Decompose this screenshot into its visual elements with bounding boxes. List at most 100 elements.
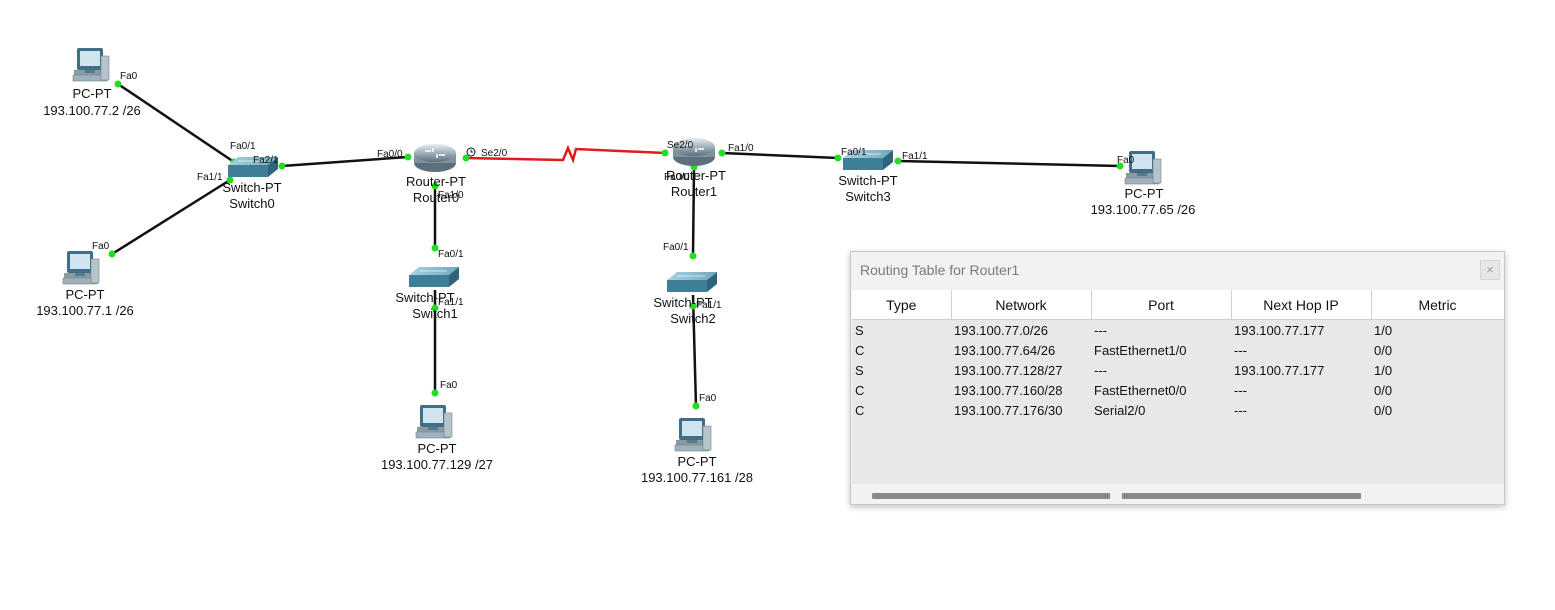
cell-metric: 1/0 <box>1374 322 1393 338</box>
device-type-label: Switch-PT <box>395 290 454 305</box>
cell-port: FastEthernet0/0 <box>1094 382 1187 398</box>
port-label: Fa0/0 <box>377 149 403 160</box>
switch2[interactable]: Switch-PT Switch2 Fa0/1 Fa1/1 <box>653 242 722 326</box>
device-type-label: Switch-PT <box>653 295 712 310</box>
port-label: Fa0/1 <box>230 141 256 152</box>
pc-left-top[interactable]: PC-PT 193.100.77.2 /26 Fa0 <box>43 47 141 118</box>
link-pc-left-bottom-switch0 <box>111 178 231 256</box>
table-row[interactable]: S 193.100.77.128/27 --- 193.100.77.177 1… <box>852 360 1504 380</box>
port-label: Fa1/1 <box>438 297 464 308</box>
port-label: Se2/0 <box>667 140 694 151</box>
device-type-label: PC-PT <box>1125 186 1164 201</box>
cell-port: Serial2/0 <box>1094 402 1146 418</box>
device-ip-label: 193.100.77.161 /28 <box>641 470 753 485</box>
table-row[interactable]: C 193.100.77.160/28 FastEthernet0/0 --- … <box>852 380 1504 400</box>
router-icon <box>413 143 457 173</box>
link-pc-left-top-switch0 <box>117 82 235 164</box>
cell-network: 193.100.77.160/28 <box>954 382 1063 398</box>
cell-metric: 1/0 <box>1374 362 1393 378</box>
column-header-port[interactable]: Port <box>1091 290 1232 320</box>
pc-icon <box>62 250 100 285</box>
pc-mid-right[interactable]: PC-PT 193.100.77.161 /28 Fa0 <box>641 393 753 485</box>
port-label: Fa0/1 <box>438 249 464 260</box>
close-button[interactable]: × <box>1480 260 1500 280</box>
cell-next-hop: --- <box>1234 402 1247 418</box>
device-ip-label: 193.100.77.2 /26 <box>43 103 141 118</box>
device-ip-label: 193.100.77.1 /26 <box>36 303 134 318</box>
port-label: Fa2/1 <box>253 155 279 166</box>
routing-table-window[interactable]: Routing Table for Router1 × Type Network… <box>850 251 1505 505</box>
table-row[interactable]: S 193.100.77.0/26 --- 193.100.77.177 1/0 <box>852 320 1504 341</box>
router1[interactable]: Router-PT Router1 Se2/0 Fa1/0 Fa0/0 <box>664 137 754 199</box>
device-ip-label: 193.100.77.65 /26 <box>1091 202 1196 217</box>
port-label: Fa1/0 <box>728 143 754 154</box>
device-type-label: PC-PT <box>418 441 457 456</box>
device-name-label: Router1 <box>671 184 717 199</box>
cell-metric: 0/0 <box>1374 402 1393 418</box>
device-type-label: PC-PT <box>66 287 105 302</box>
port-label: Fa0 <box>120 71 138 82</box>
table-row[interactable]: C 193.100.77.176/30 Serial2/0 --- 0/0 <box>852 400 1504 420</box>
device-type-label: Switch-PT <box>222 180 281 195</box>
cell-port: FastEthernet1/0 <box>1094 342 1187 358</box>
port-label: Fa0/1 <box>841 147 867 158</box>
device-ip-label: 193.100.77.129 /27 <box>381 457 493 472</box>
device-name-label: Switch1 <box>412 306 458 321</box>
cell-port: --- <box>1094 322 1107 338</box>
column-header-metric[interactable]: Metric <box>1371 290 1504 320</box>
pc-left-bottom[interactable]: PC-PT 193.100.77.1 /26 Fa0 <box>36 241 134 318</box>
cell-port: --- <box>1094 362 1107 378</box>
port-label: Fa1/1 <box>902 151 928 162</box>
router0[interactable]: Router-PT Router0 Fa0/0 Se2/0 Fa1/0 <box>377 143 508 205</box>
port-label: Se2/0 <box>481 148 508 159</box>
table-row[interactable]: C 193.100.77.64/26 FastEthernet1/0 --- 0… <box>852 340 1504 360</box>
switch0[interactable]: Switch-PT Switch0 Fa0/1 Fa1/1 Fa2/1 <box>197 141 282 211</box>
device-name-label: Switch3 <box>845 189 891 204</box>
pc-right[interactable]: PC-PT 193.100.77.65 /26 Fa0 <box>1091 150 1196 217</box>
device-type-label: Router-PT <box>666 168 726 183</box>
port-label: Fa0 <box>699 393 717 404</box>
scrollbar-thumb-right[interactable] <box>1122 493 1361 499</box>
port-label: Fa0 <box>1117 155 1135 166</box>
scrollbar-thumb-left[interactable] <box>872 493 1110 499</box>
clock-icon <box>466 147 476 157</box>
port-label: Fa0/1 <box>663 242 689 253</box>
pc-icon <box>415 404 453 439</box>
clock-hands <box>470 149 473 153</box>
device-type-label: Switch-PT <box>838 173 897 188</box>
pc-mid-left[interactable]: PC-PT 193.100.77.129 /27 Fa0 <box>381 380 493 472</box>
port-label: Fa1/1 <box>696 300 722 311</box>
switch1[interactable]: Switch-PT Switch1 Fa0/1 Fa1/1 <box>395 249 464 321</box>
cell-type: S <box>855 322 864 338</box>
port-label: Fa0 <box>440 380 458 391</box>
switch3[interactable]: Switch-PT Switch3 Fa0/1 Fa1/1 <box>838 147 928 204</box>
device-type-label: PC-PT <box>678 454 717 469</box>
cell-type: S <box>855 362 864 378</box>
port-label: Fa0/0 <box>664 172 690 183</box>
column-header-type[interactable]: Type <box>852 290 952 320</box>
cell-type: C <box>855 342 865 358</box>
switch-icon <box>408 266 460 288</box>
cell-type: C <box>855 382 865 398</box>
link-switch2-pc-mid-right <box>691 294 698 407</box>
cell-next-hop: --- <box>1234 342 1247 358</box>
link-switch3-pc-right <box>897 159 1121 168</box>
link-router1-switch2 <box>691 166 696 257</box>
link-router0-router1-serial <box>465 144 666 164</box>
column-header-network[interactable]: Network <box>951 290 1092 320</box>
horizontal-scrollbar[interactable] <box>851 484 1504 504</box>
cell-next-hop: 193.100.77.177 <box>1234 322 1325 338</box>
device-type-label: PC-PT <box>73 86 112 101</box>
pc-icon <box>72 47 110 82</box>
column-header-next-hop[interactable]: Next Hop IP <box>1231 290 1372 320</box>
cell-network: 193.100.77.176/30 <box>954 402 1063 418</box>
cell-metric: 0/0 <box>1374 342 1393 358</box>
cell-metric: 0/0 <box>1374 382 1393 398</box>
window-title: Routing Table for Router1 <box>860 262 1020 278</box>
port-label: Fa1/1 <box>197 172 223 183</box>
port-label: Fa1/0 <box>438 190 464 201</box>
cell-network: 193.100.77.64/26 <box>954 342 1056 358</box>
cell-network: 193.100.77.0/26 <box>954 322 1048 338</box>
port-label: Fa0 <box>92 241 110 252</box>
